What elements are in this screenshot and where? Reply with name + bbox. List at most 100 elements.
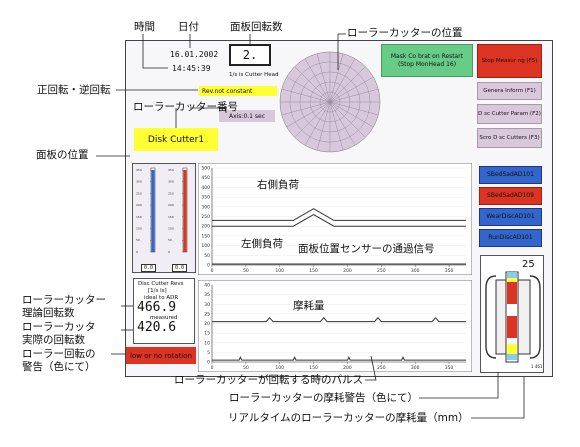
gauge-right-value: 0.0 (172, 264, 188, 272)
disk-cutter-name: Disk Cutter1 (134, 128, 218, 151)
polar-spoke (329, 101, 366, 138)
mask-restart-button[interactable]: Mask Co brat on Restart (Stop MonHead 16… (381, 44, 473, 77)
gauge-tick-label: 250 (168, 191, 174, 195)
rev-measured-label: measured (150, 315, 178, 321)
x-tick-label: 50 (243, 365, 249, 371)
y-tick-label: 25 (204, 311, 210, 317)
series-line-2 (212, 214, 466, 227)
rotation-direction-status: Rev.not constant (199, 86, 277, 96)
series-line-1 (212, 316, 466, 323)
rev-count-panel (133, 278, 195, 344)
polar-spoke (304, 58, 331, 103)
rotation-count-unit: 1/s is Cutter Head (229, 72, 279, 78)
rev-ideal-value: 466.9 (137, 300, 177, 315)
y-tick-label: 150 (201, 233, 210, 239)
gauge-tick-label: 0 (136, 250, 138, 254)
annotation-theoretical-rotations: ローラーカッター 理論回転数 (22, 294, 106, 320)
status-sbed-button[interactable]: SBedSadAD101 (479, 166, 542, 184)
polar-spoke (294, 101, 331, 138)
polar-spoke (329, 88, 379, 103)
x-tick-label: 250 (377, 268, 386, 274)
status-sbed2-button[interactable]: SBedSadAD109 (479, 187, 542, 205)
annotation-time: 時間 (134, 21, 155, 33)
x-tick-label: 100 (275, 365, 284, 371)
x-tick-label: 0 (211, 268, 214, 274)
y-tick-label: 0 (207, 263, 210, 269)
x-tick-label: 150 (309, 365, 318, 371)
gauge-tick-label: 50 (136, 238, 140, 242)
annotation-cutter-position: ローラーカッターの位置 (347, 27, 463, 39)
y-tick-label: 300 (201, 204, 210, 210)
x-tick-label: 0 (211, 365, 214, 371)
stop-measuring-button[interactable]: Stop Measur ng (F5) (477, 44, 542, 78)
polar-spoke (281, 101, 331, 116)
time-display: 14:45:39 (172, 64, 211, 73)
rev-panel-title: Disc Cutter Revs (138, 281, 184, 287)
y-tick-label: 200 (201, 224, 210, 230)
scroll-cutters-button[interactable]: Scro D sc Cutters (F3) (477, 128, 542, 148)
polar-spoke (294, 66, 331, 103)
y-tick-label: 0 (207, 360, 210, 366)
mask-restart-line1: Mask Co brat on Restart (390, 53, 464, 61)
polar-spoke (316, 53, 331, 103)
polar-spoke (304, 101, 331, 146)
x-tick-label: 100 (275, 268, 284, 274)
y-tick-label: 100 (201, 243, 210, 249)
gauge-tick-label: 200 (136, 203, 142, 207)
polar-spoke (329, 101, 374, 128)
polar-spoke (329, 53, 344, 103)
rotation-warning-box: low or no rotation (126, 347, 196, 364)
y-tick-label: 15 (204, 331, 210, 337)
gauge-tick-label: 200 (168, 203, 174, 207)
polar-spoke (329, 58, 356, 103)
polar-spoke (329, 101, 344, 151)
annotation-date: 日付 (178, 21, 199, 33)
annotation-wear-warning: ローラーカッターの摩耗警告（色にて） (229, 392, 418, 404)
annotation-left-load: 左側負荷 (241, 238, 283, 250)
polar-spoke (329, 101, 356, 146)
annotation-pulse: ローラーカッターが回転する時のパルス (174, 374, 363, 386)
y-tick-label: 5 (207, 350, 210, 356)
wear-small-value: 1 461 (531, 364, 543, 369)
disc-param-button[interactable]: D sc Cutter Param (F2) (477, 104, 542, 124)
polar-spoke (329, 66, 366, 103)
x-tick-label: 300 (411, 268, 420, 274)
rev-measured-value: 420.6 (137, 320, 177, 335)
annotation-panel-position: 面板の位置 (36, 149, 89, 161)
y-tick-label: 400 (201, 185, 210, 191)
mask-restart-line2: (Stop MonHead 16) (397, 60, 457, 68)
x-tick-label: 350 (445, 268, 454, 274)
polar-spoke (316, 101, 331, 151)
gauge-tick-label: 100 (168, 227, 174, 231)
annotation-actual-rotations: ローラーカッタ 実際の回転数 (22, 321, 96, 347)
gauge-tick-label: 250 (136, 191, 142, 195)
x-tick-label: 250 (377, 365, 386, 371)
status-run-button[interactable]: RunDiscAD101 (479, 229, 542, 247)
status-wear-button[interactable]: WearDiscAD101 (479, 208, 542, 226)
annotation-cutter-number: ローラーカッター番号 (133, 101, 238, 113)
gauge-tick-label: 350 (168, 168, 174, 172)
annotation-sensor-signal: 面板位置センサーの通過信号 (298, 243, 435, 255)
gauge-left-value: 0.0 (141, 264, 157, 272)
y-tick-label: 40 (204, 283, 210, 289)
axis-display: Axis:0.1 sec (219, 110, 275, 122)
annotation-wear: 摩耗量 (293, 300, 325, 312)
cutter-position-polar-graph (279, 51, 381, 153)
y-tick-label: 500 (201, 166, 210, 172)
gauge-tick-label: 100 (136, 227, 142, 231)
polar-spoke (286, 76, 331, 103)
general-info-button[interactable]: Genera Inform (F1) (477, 82, 542, 100)
series-line-1 (212, 208, 466, 221)
gauge-tick-label: 0 (168, 250, 170, 254)
polar-spoke (281, 88, 331, 103)
x-tick-label: 200 (343, 365, 352, 371)
y-tick-label: 50 (204, 253, 210, 259)
y-tick-label: 250 (201, 214, 210, 220)
gauge-tick-label: 300 (136, 180, 142, 184)
annotation-rotation-warning: ローラー回転の 警告（色にて） (22, 348, 96, 374)
realtime-wear-value: 25 (522, 259, 535, 270)
polar-spoke (329, 101, 379, 116)
x-tick-label: 200 (343, 268, 352, 274)
